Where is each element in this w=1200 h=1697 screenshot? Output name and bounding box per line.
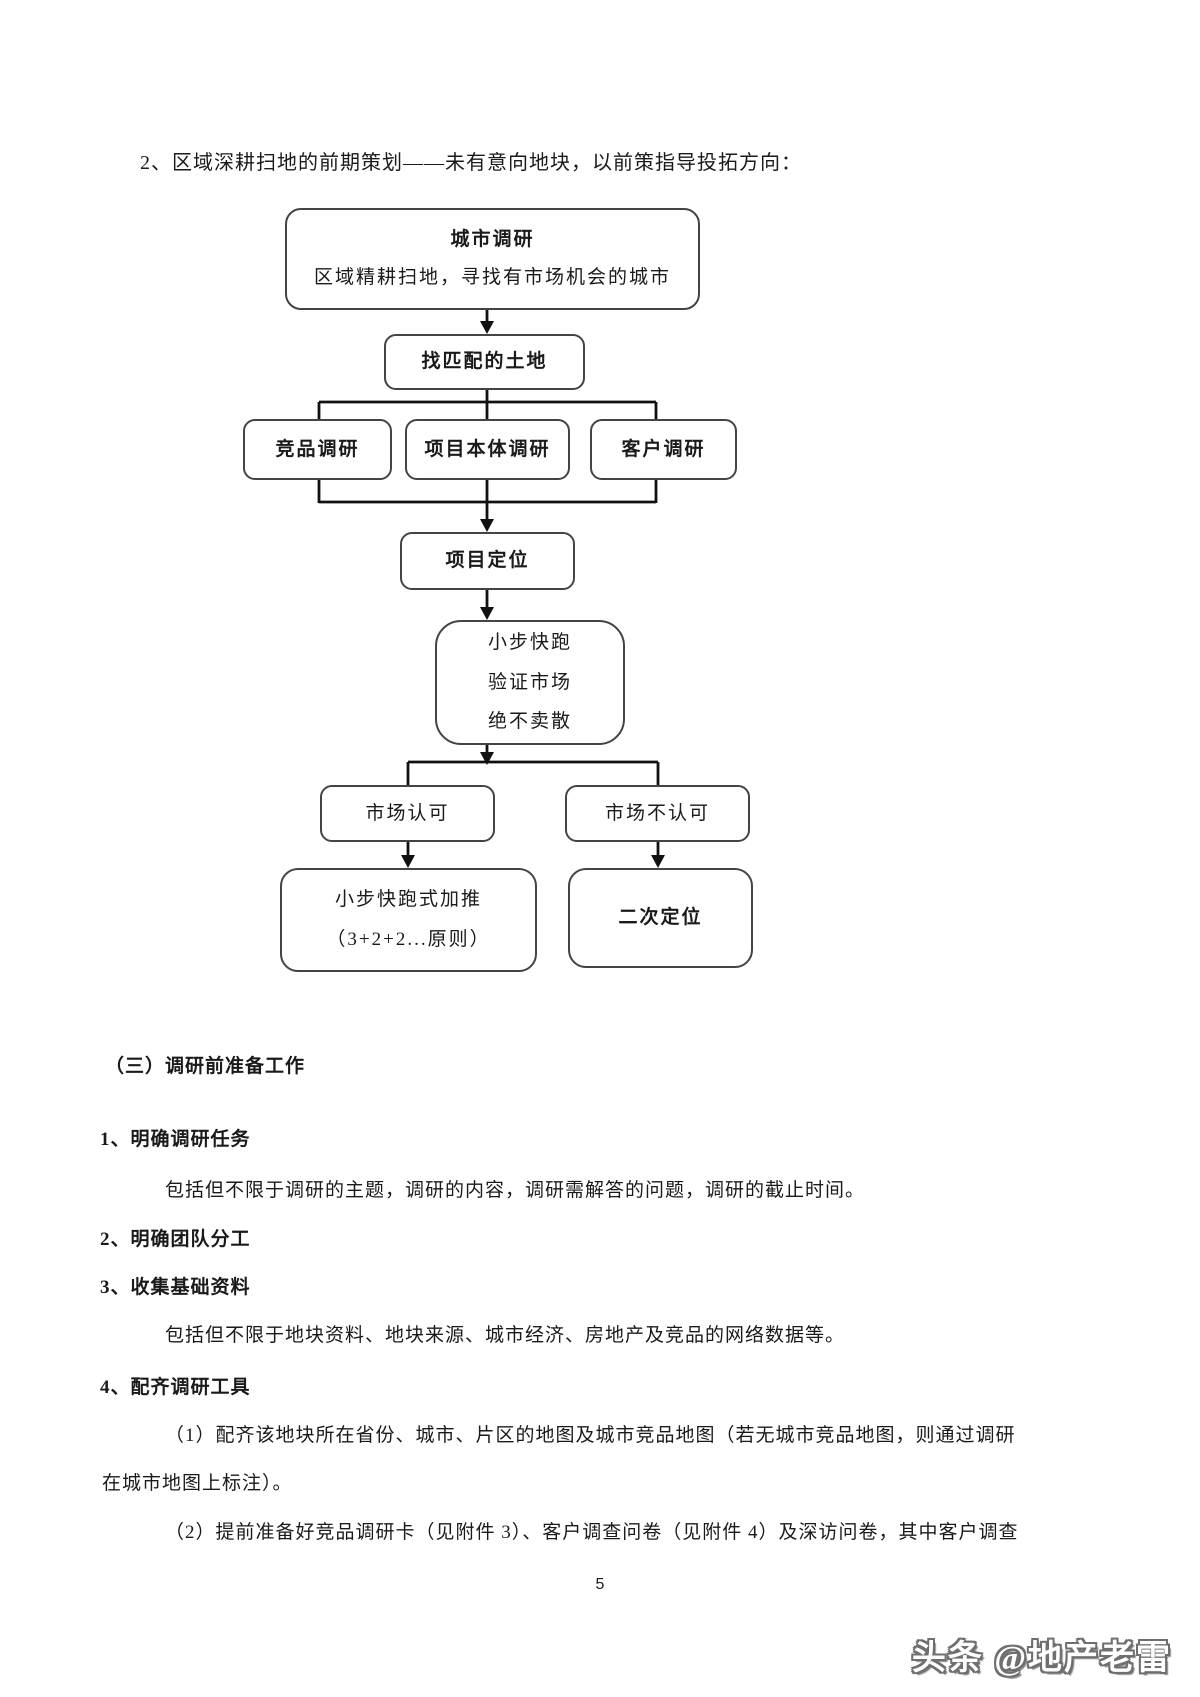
find-land-box: 找匹配的土地: [384, 334, 585, 390]
item-3-body: 包括但不限于地块资料、地块来源、城市经济、房地产及竞品的网络数据等。: [165, 1325, 846, 1346]
small-steps-line-2: 验证市场: [487, 671, 572, 693]
watermark: 头条 @地产老雷: [911, 1640, 1172, 1677]
market-approved-box: 市场认可: [320, 785, 495, 842]
find-land-title: 找匹配的土地: [421, 351, 548, 373]
small-steps-box: 小步快跑 验证市场 绝不卖散: [435, 620, 625, 745]
item-1-body: 包括但不限于调研的主题，调研的内容，调研需解答的问题，调研的截止时间。: [165, 1180, 866, 1201]
small-steps-line-1: 小步快跑: [487, 631, 572, 653]
add-push-box: 小步快跑式加推 （3+2+2...原则）: [280, 868, 537, 972]
positioning-title: 项目定位: [445, 550, 530, 572]
small-steps-line-3: 绝不卖散: [487, 711, 572, 733]
add-push-line-1: 小步快跑式加推: [334, 889, 482, 911]
item-1-title: 1、明确调研任务: [100, 1129, 251, 1150]
city-research-title: 城市调研: [450, 229, 535, 251]
item-2-title: 2、明确团队分工: [100, 1229, 251, 1250]
positioning-box: 项目定位: [400, 532, 575, 590]
prep-section-heading: （三）调研前准备工作: [105, 1056, 306, 1077]
item-4-title: 4、配齐调研工具: [100, 1377, 251, 1398]
customer-research-box: 客户调研: [590, 419, 737, 480]
item-3-title: 3、收集基础资料: [100, 1277, 251, 1298]
competitor-research-title: 竞品调研: [275, 438, 360, 460]
city-research-subtitle: 区域精耕扫地，寻找有市场机会的城市: [313, 267, 671, 288]
market-not-approved-box: 市场不认可: [565, 785, 750, 842]
project-research-box: 项目本体调研: [405, 419, 570, 480]
section-2-heading: 2、区域深耕扫地的前期策划——未有意向地块，以前策指导投拓方向：: [140, 152, 802, 174]
item-4-paragraph-2: 在城市地图上标注）。: [102, 1473, 293, 1494]
city-research-box: 城市调研 区域精耕扫地，寻找有市场机会的城市: [285, 208, 700, 310]
page-number: 5: [595, 1576, 605, 1593]
add-push-line-2: （3+2+2...原则）: [326, 929, 491, 950]
competitor-research-box: 竞品调研: [243, 419, 392, 480]
project-research-title: 项目本体调研: [424, 438, 551, 460]
item-4-paragraph-1: （1）配齐该地块所在省份、城市、片区的地图及城市竞品地图（若无城市竞品地图，则通…: [165, 1425, 1016, 1446]
second-positioning-box: 二次定位: [568, 868, 753, 968]
market-not-approved-title: 市场不认可: [604, 802, 710, 824]
item-4-paragraph-3: （2）提前准备好竞品调研卡（见附件 3）、客户调查问卷（见附件 4）及深访问卷，…: [165, 1522, 1019, 1543]
flowchart-connectors: [317, 310, 665, 868]
second-positioning-title: 二次定位: [618, 907, 703, 929]
market-approved-title: 市场认可: [365, 802, 450, 824]
customer-research-title: 客户调研: [621, 438, 706, 460]
